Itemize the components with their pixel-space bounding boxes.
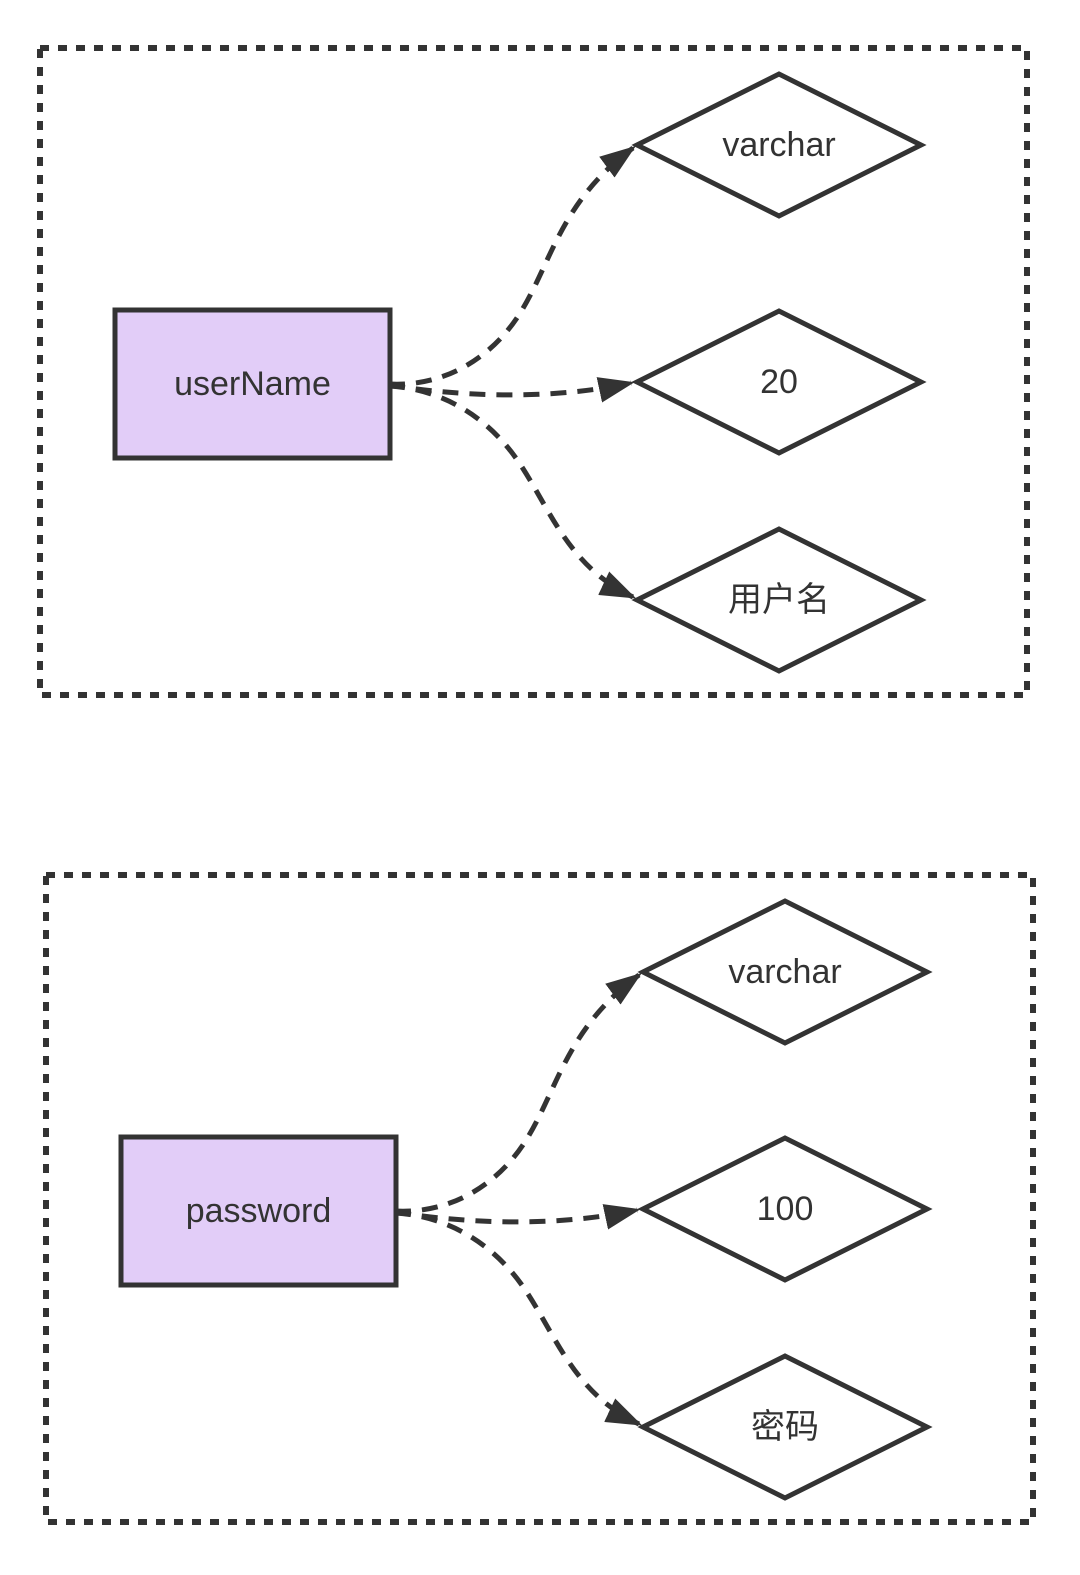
dotted-frame bbox=[37, 45, 1030, 698]
diamond-varchar-shape bbox=[631, 71, 927, 219]
connector-username-length bbox=[388, 377, 635, 403]
panel-username: userName varchar 20 用户名 bbox=[37, 45, 1030, 698]
connector-password-varchar bbox=[394, 972, 642, 1214]
panel-password-drawing bbox=[43, 872, 1036, 1525]
diamond-comment-shape bbox=[631, 526, 927, 674]
connector-password-comment bbox=[394, 1210, 643, 1427]
panel-password: password varchar 100 密码 bbox=[43, 872, 1036, 1525]
diamond-length-shape bbox=[631, 308, 927, 456]
connector-password-length bbox=[394, 1204, 641, 1230]
connector-username-varchar bbox=[388, 145, 636, 387]
diamond-comment-shape bbox=[637, 1353, 933, 1501]
diamond-varchar-shape bbox=[637, 898, 933, 1046]
diamond-length-shape bbox=[637, 1135, 933, 1283]
entity-username-shape bbox=[112, 307, 393, 461]
panel-username-drawing bbox=[37, 45, 1030, 698]
dotted-frame bbox=[43, 872, 1036, 1525]
entity-password-shape bbox=[118, 1134, 399, 1288]
connector-username-comment bbox=[388, 383, 637, 600]
